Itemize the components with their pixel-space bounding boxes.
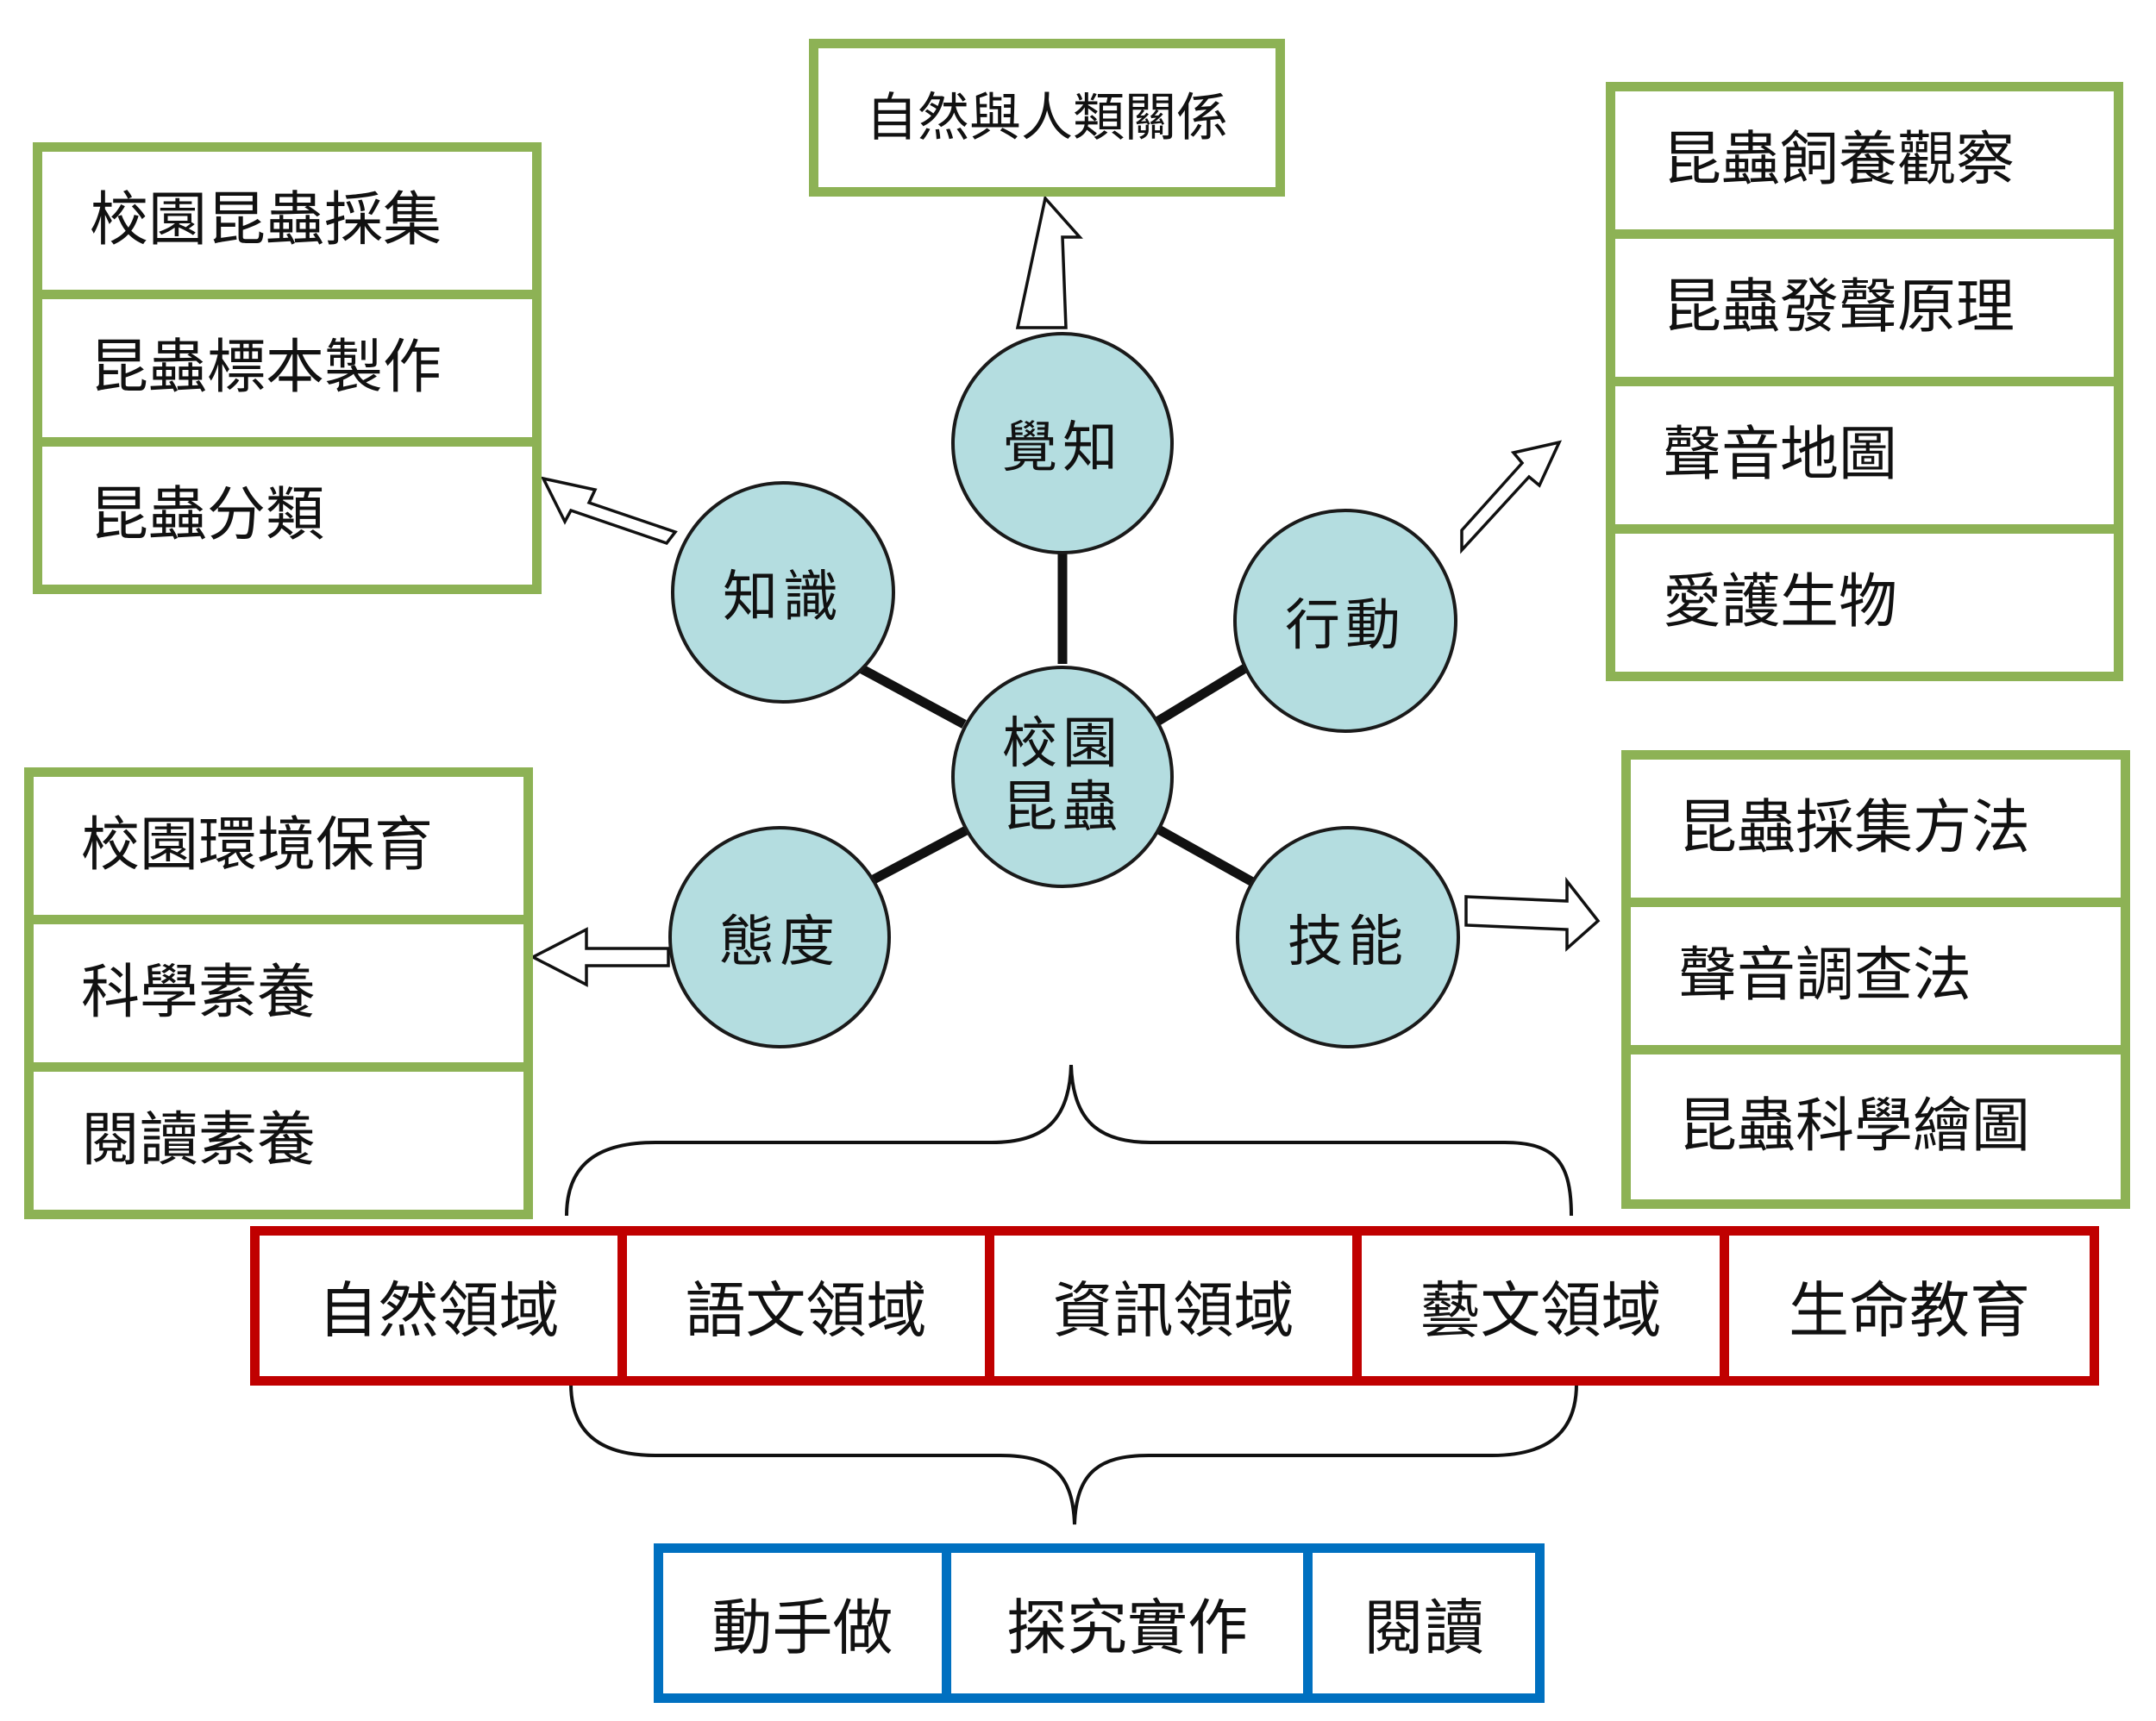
node-skill: 技能 <box>1236 826 1460 1048</box>
action-box-3: 聲音地圖 <box>1606 377 2123 534</box>
arrow-up <box>1015 195 1083 329</box>
node-center: 校園 昆蟲 <box>951 666 1174 888</box>
spoke-attitude <box>871 823 974 884</box>
arrow-upleft <box>540 476 678 546</box>
spoke-action <box>1153 660 1255 727</box>
domain-box-4: 藝文領域 <box>1352 1226 1729 1386</box>
action-box-2: 昆蟲發聲原理 <box>1606 229 2123 386</box>
upper-brace <box>565 1064 1573 1217</box>
domain-box-5: 生命教育 <box>1720 1226 2099 1386</box>
node-attitude: 態度 <box>668 826 891 1048</box>
lower-brace <box>569 1383 1578 1525</box>
action-box-1: 昆蟲飼養觀察 <box>1606 82 2123 239</box>
spokes <box>855 554 1258 888</box>
knowledge-box-2: 昆蟲標本製作 <box>33 290 542 447</box>
arrow-left <box>530 927 670 987</box>
action-box-4: 愛護生物 <box>1606 524 2123 681</box>
method-box-2: 探究實作 <box>942 1543 1313 1703</box>
spoke-skill <box>1153 823 1258 888</box>
skill-box-2: 聲音調查法 <box>1621 898 2130 1055</box>
skill-box-1: 昆蟲採集方法 <box>1621 750 2130 907</box>
arrow-right <box>1464 876 1601 952</box>
attitude-box-2: 科學素養 <box>24 915 533 1072</box>
domain-box-1: 自然領域 <box>250 1226 627 1386</box>
method-box-1: 動手做 <box>654 1543 951 1703</box>
node-action: 行動 <box>1233 509 1457 733</box>
center-label-line1: 校園 <box>1002 712 1123 777</box>
domain-box-2: 語文領域 <box>617 1226 994 1386</box>
attitude-box-1: 校園環境保育 <box>24 767 533 924</box>
attitude-box-3: 閱讀素養 <box>24 1062 533 1219</box>
spoke-knowledge <box>855 662 967 729</box>
knowledge-box-1: 校園昆蟲採集 <box>33 142 542 299</box>
center-label-line2: 昆蟲 <box>1002 776 1123 840</box>
skill-box-3: 昆蟲科學繪圖 <box>1621 1045 2130 1209</box>
knowledge-box-3: 昆蟲分類 <box>33 437 542 594</box>
arrow-upright <box>1460 440 1563 554</box>
domain-box-3: 資訊領域 <box>985 1226 1362 1386</box>
node-awareness: 覺知 <box>951 332 1174 554</box>
awareness-outcome-box: 自然與人類關係 <box>809 39 1285 197</box>
node-knowledge: 知識 <box>671 481 895 704</box>
method-box-3: 閱讀 <box>1303 1543 1545 1703</box>
